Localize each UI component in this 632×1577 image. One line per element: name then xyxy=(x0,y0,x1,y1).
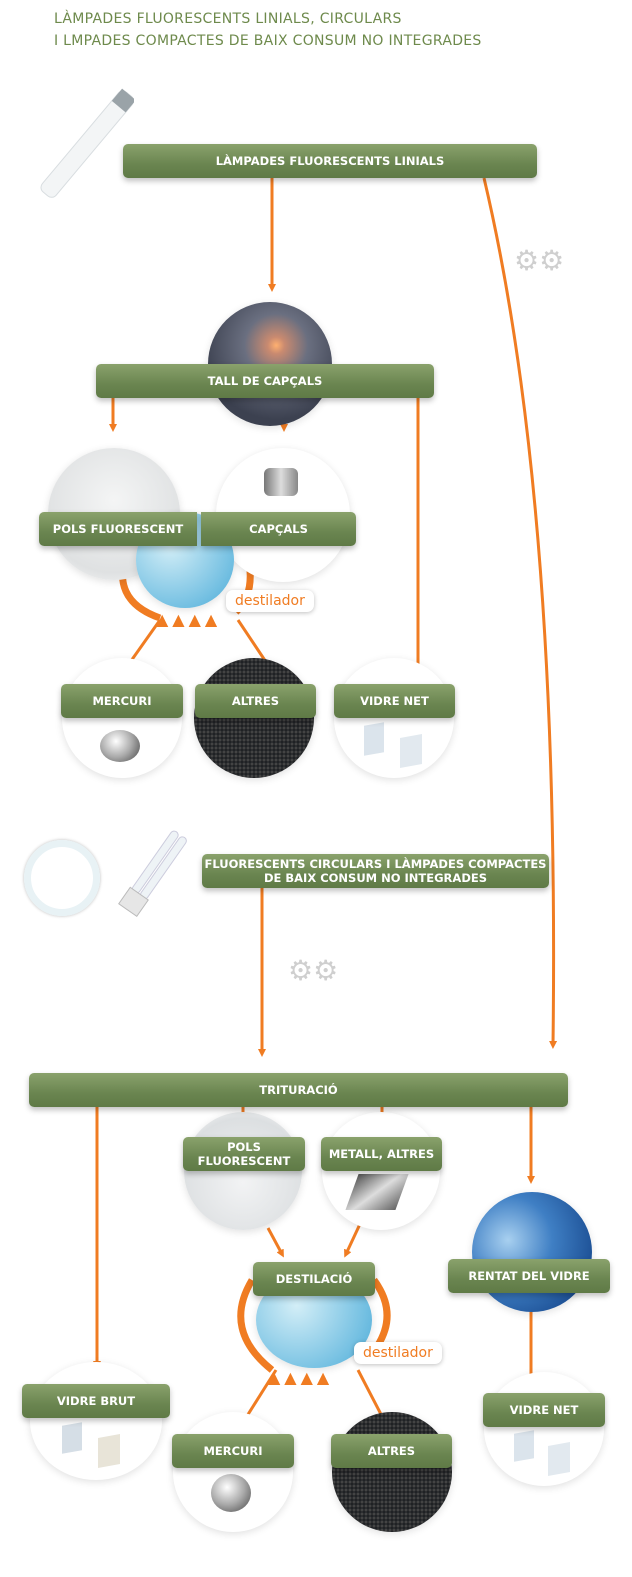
glass-icon xyxy=(364,722,384,756)
metal-box: METALL, ALTRES xyxy=(321,1137,442,1171)
distiller-label: destilador xyxy=(354,1342,442,1364)
raw-glass-box: VIDRE BRUT xyxy=(22,1384,170,1418)
mercury-drop-icon xyxy=(211,1474,251,1512)
glass-icon xyxy=(514,1430,534,1462)
arrow xyxy=(266,1227,284,1258)
clean-glass-image xyxy=(334,658,454,778)
arrow xyxy=(344,1223,362,1258)
mercury-box: MERCURI xyxy=(172,1434,294,1468)
compact-lamp-icon xyxy=(118,830,187,918)
crushing-box: TRITURACIÓ xyxy=(29,1073,568,1107)
gears-icon: ⚙⚙ xyxy=(514,244,565,277)
distiller-arc-left xyxy=(237,1278,275,1373)
others-image xyxy=(332,1412,452,1532)
glass-icon xyxy=(62,1422,82,1454)
cut-box: TALL DE CAPÇALS xyxy=(96,364,434,398)
clean-glass-image xyxy=(484,1372,604,1486)
mercury-drop-icon xyxy=(100,730,140,762)
clean-glass-box: VIDRE NET xyxy=(483,1393,605,1427)
distiller-label: destilador xyxy=(226,590,314,612)
mercury-image xyxy=(173,1412,293,1532)
others-box: ALTRES xyxy=(331,1434,452,1468)
caps-box: CAPÇALS xyxy=(201,512,356,546)
circular-tube-icon xyxy=(24,840,100,916)
arrow xyxy=(482,177,558,1049)
glass-wash-box: RENTAT DEL VIDRE xyxy=(448,1259,610,1293)
clean-glass-box: VIDRE NET xyxy=(334,684,455,718)
metal-sheet-icon xyxy=(345,1174,409,1210)
metal-image xyxy=(322,1112,440,1230)
others-image xyxy=(194,658,314,778)
source-circular-box: FLUORESCENTS CIRCULARS I LÀMPADES COMPAC… xyxy=(202,854,549,888)
others-box: ALTRES xyxy=(195,684,316,718)
mercury-image xyxy=(62,658,182,778)
glass-wash-image xyxy=(472,1192,592,1312)
raw-glass-image xyxy=(30,1362,162,1480)
distillation-box: DESTILACIÓ xyxy=(253,1262,375,1296)
gears-icon: ⚙⚙ xyxy=(288,954,339,987)
flame-icon: ▲▲▲▲ xyxy=(156,610,222,629)
mercury-box: MERCURI xyxy=(61,684,183,718)
page-title: LÀMPADES FLUORESCENTS LINIALS, CIRCULARS… xyxy=(54,11,482,49)
linear-tube-icon xyxy=(40,88,134,198)
powder-box: POLS FLUORESCENT xyxy=(39,512,197,546)
glass-icon xyxy=(400,734,422,768)
glass-icon xyxy=(98,1434,120,1468)
glass-icon xyxy=(548,1442,570,1476)
flame-icon: ▲▲▲▲ xyxy=(268,1368,334,1387)
cap-icon xyxy=(264,468,298,496)
source-linear-box: LÀMPADES FLUORESCENTS LINIALS xyxy=(123,144,537,178)
powder-image xyxy=(184,1112,302,1230)
powder-box: POLS FLUORESCENT xyxy=(183,1137,305,1171)
